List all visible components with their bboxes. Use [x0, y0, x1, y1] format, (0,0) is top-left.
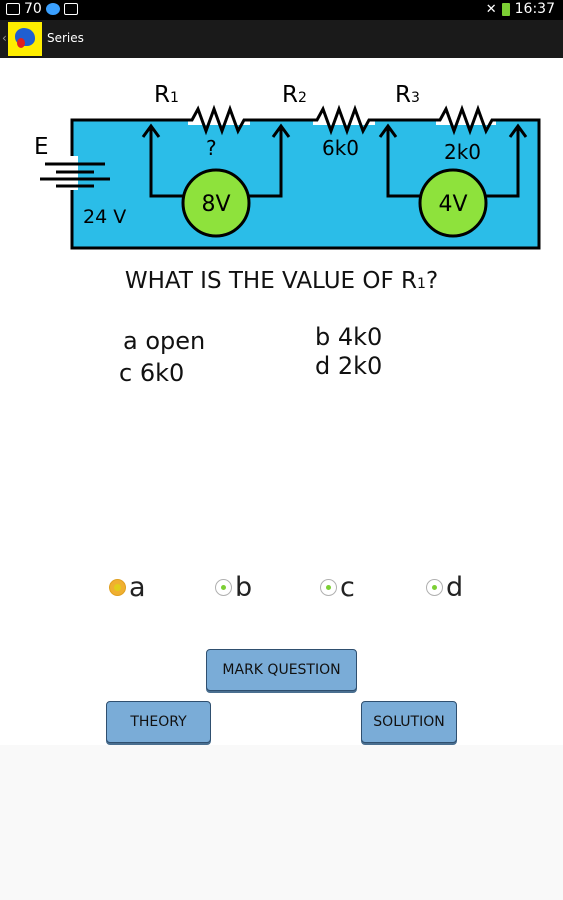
- battery-icon: [501, 2, 510, 16]
- question-text: WHAT IS THE VALUE OF R1?: [124, 268, 439, 294]
- status-bar: 70 ✕ 16:37: [0, 0, 563, 20]
- answer-radio-a[interactable]: a: [109, 572, 146, 603]
- radio-icon[interactable]: [215, 579, 232, 596]
- gallery-notification-icon: [6, 3, 20, 15]
- option-d: d 2k0: [315, 352, 383, 380]
- back-chevron-icon[interactable]: ‹: [2, 31, 7, 45]
- answer-radio-group: a b c d: [0, 572, 563, 606]
- meter-2-wiring: [378, 123, 528, 198]
- answer-radio-d[interactable]: d: [426, 572, 463, 603]
- radio-icon[interactable]: [426, 579, 443, 596]
- resistor-r1: [185, 104, 252, 136]
- meter-1-reading: 8V: [201, 192, 230, 217]
- resistor-r2: [310, 104, 377, 136]
- battery-symbol: [40, 162, 110, 188]
- option-b: b 4k0: [315, 323, 383, 351]
- r1-value: ?: [206, 136, 217, 160]
- theory-button[interactable]: THEORY: [106, 701, 211, 743]
- solution-button[interactable]: SOLUTION: [361, 701, 457, 743]
- source-voltage: 24 V: [83, 206, 126, 228]
- r2-label: R2: [282, 82, 307, 108]
- r1-label: R1: [154, 82, 179, 108]
- resistor-r3: [433, 104, 500, 136]
- mute-icon: ✕: [485, 1, 497, 17]
- source-label: E: [34, 134, 49, 160]
- action-bar: ‹ Series: [0, 20, 563, 58]
- mark-question-button[interactable]: MARK QUESTION: [206, 649, 357, 691]
- voltmeter-2: [418, 168, 488, 238]
- voltmeter-1: [181, 168, 251, 238]
- r3-label: R3: [395, 82, 420, 108]
- app-logo-icon[interactable]: [8, 22, 42, 56]
- screen-title: Series: [47, 31, 84, 45]
- sync-notification-icon: [45, 3, 60, 15]
- answer-radio-b[interactable]: b: [215, 572, 252, 603]
- circuit-diagram: E 24 V R1 R2 R3 ? 6k0 2k0 8V 4V: [34, 82, 541, 250]
- option-c: c 6k0: [119, 359, 185, 387]
- answer-radio-c[interactable]: c: [320, 572, 355, 603]
- meter-1-wiring: [141, 123, 291, 198]
- meter-2-reading: 4V: [438, 192, 467, 217]
- r2-value: 6k0: [322, 136, 359, 160]
- clock: 16:37: [514, 1, 555, 17]
- r3-value: 2k0: [444, 140, 481, 164]
- empty-footer-area: [0, 745, 563, 900]
- option-a: a open: [123, 327, 206, 355]
- notification-count: 70: [24, 1, 42, 17]
- download-notification-icon: [63, 3, 78, 15]
- radio-selected-icon[interactable]: [109, 579, 126, 596]
- radio-icon[interactable]: [320, 579, 337, 596]
